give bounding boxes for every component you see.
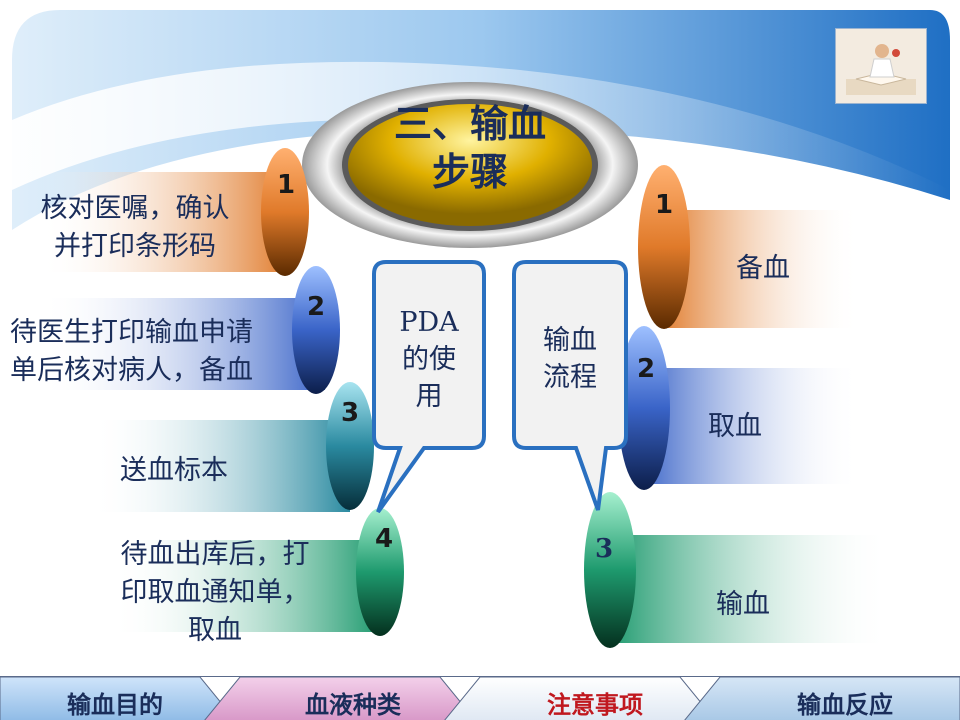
right-pill-2 xyxy=(618,326,670,490)
callout-right-shape xyxy=(512,260,628,511)
left-bar-4 xyxy=(110,540,380,632)
right-step-2-number: 2 xyxy=(636,354,656,384)
nav-tab-shapes xyxy=(0,677,960,720)
right-bar-2 xyxy=(640,368,860,484)
left-step-3-label: 送血标本 xyxy=(120,455,228,486)
left-step-2-number: 2 xyxy=(306,292,326,322)
callout-pda-text: PDA 的使 用 xyxy=(399,307,459,412)
callout-left-shape xyxy=(372,260,486,514)
left-pill-4 xyxy=(356,508,404,636)
left-bar-1 xyxy=(40,172,290,272)
nav-tab-3-bg xyxy=(444,677,716,720)
title-line-1: 三、输血 xyxy=(393,101,546,146)
bottom-nav: 输血目的 血液种类 注意事项 输血反应 xyxy=(0,676,960,720)
nurse-photo xyxy=(835,28,927,104)
nav-tab-blood-types[interactable]: 血液种类 xyxy=(305,691,401,719)
left-bar-2 xyxy=(40,298,325,390)
title-oval xyxy=(302,82,638,248)
right-step-2-label: 取血 xyxy=(708,411,762,442)
right-bar-1 xyxy=(660,210,860,328)
nav-tab-2-bg xyxy=(204,677,476,720)
left-step-2-label: 待医生打印输血申请 单后核对病人，备血 xyxy=(10,317,253,386)
right-step-3-number: 3 xyxy=(594,534,614,564)
callout-flow-text: 输血 流程 xyxy=(543,325,597,393)
right-bar-3 xyxy=(610,535,890,643)
right-step-3-label: 输血 xyxy=(716,589,770,620)
left-step-1-number: 1 xyxy=(276,170,296,200)
left-step-4-number: 4 xyxy=(374,524,394,554)
right-pill-1 xyxy=(638,165,690,329)
right-pill-3 xyxy=(584,492,636,648)
left-pill-3 xyxy=(326,382,374,510)
left-pill-2 xyxy=(292,266,340,394)
title-line-2: 步骤 xyxy=(431,149,508,194)
nav-tab-precautions[interactable]: 注意事项 xyxy=(547,691,643,719)
right-step-1-label: 备血 xyxy=(736,253,790,284)
left-step-4-label: 待血出库后，打 印取血通知单， 取血 xyxy=(120,539,310,646)
nav-tab-purpose[interactable]: 输血目的 xyxy=(67,691,163,719)
nav-tab-reactions[interactable]: 输血反应 xyxy=(797,691,893,719)
left-pill-1 xyxy=(261,148,309,276)
nav-tab-1-bg xyxy=(0,677,236,720)
left-bar-3 xyxy=(90,420,350,512)
nav-tab-4-bg xyxy=(684,677,960,720)
right-step-1-number: 1 xyxy=(654,190,674,220)
left-step-3-number: 3 xyxy=(340,398,360,428)
left-step-1-label: 核对医嘱，确认 并打印条形码 xyxy=(40,193,230,262)
slide-title: 三、输血 步骤 xyxy=(300,100,640,196)
